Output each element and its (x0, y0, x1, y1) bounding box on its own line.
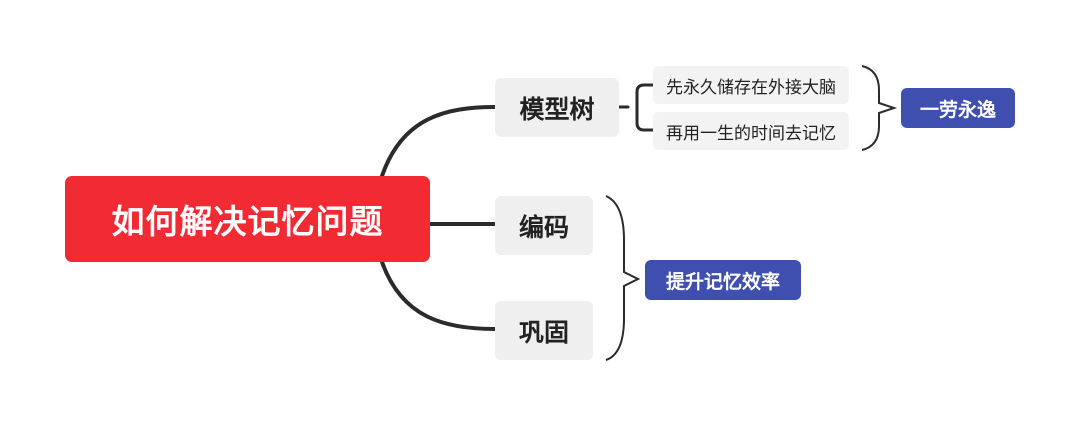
leaf-store-external-brain-label: 先永久储存在外接大脑 (666, 77, 836, 98)
connector-root-to-consolidation (380, 260, 497, 331)
summary-brace-1 (861, 65, 898, 151)
connector-model-tree-children (617, 83, 655, 132)
root-topic[interactable]: 如何解决记忆问题 (65, 176, 430, 262)
connector-root-to-model-tree (380, 105, 497, 178)
summary-brace-2 (605, 195, 641, 361)
summary-once-and-for-all[interactable]: 一劳永逸 (901, 88, 1015, 128)
root-topic-label: 如何解决记忆问题 (111, 202, 384, 241)
branch-consolidation[interactable]: 巩固 (495, 301, 593, 360)
leaf-lifetime-memorize[interactable]: 再用一生的时间去记忆 (653, 112, 849, 150)
summary-improve-efficiency-label: 提升记忆效率 (665, 270, 780, 293)
branch-model-tree-label: 模型树 (519, 94, 595, 124)
leaf-lifetime-memorize-label: 再用一生的时间去记忆 (666, 123, 836, 144)
branch-encoding[interactable]: 编码 (495, 196, 593, 255)
branch-model-tree[interactable]: 模型树 (495, 78, 619, 137)
branch-encoding-label: 编码 (518, 212, 569, 242)
branch-consolidation-label: 巩固 (518, 317, 569, 347)
summary-improve-efficiency[interactable]: 提升记忆效率 (645, 260, 801, 300)
leaf-store-external-brain[interactable]: 先永久储存在外接大脑 (653, 66, 849, 104)
summary-once-and-for-all-label: 一劳永逸 (919, 98, 996, 121)
